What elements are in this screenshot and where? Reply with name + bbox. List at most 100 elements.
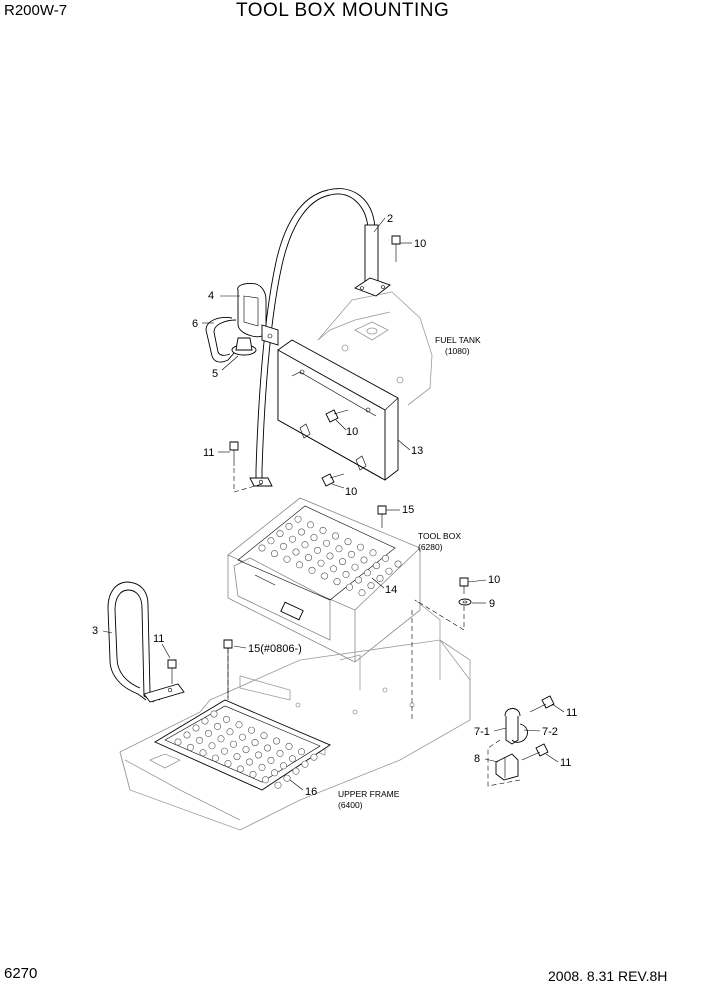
perforation-hole	[237, 765, 245, 773]
perforation-hole	[292, 767, 300, 775]
perforation-hole	[329, 565, 337, 573]
perforation-hole	[333, 578, 341, 586]
callout-13: 13	[411, 445, 423, 457]
model-code: R200W-7	[4, 2, 68, 19]
mirror-assembly	[205, 283, 279, 363]
perforation-hole	[285, 742, 293, 750]
perforation-hole	[331, 532, 339, 540]
perforation-hole	[258, 763, 266, 771]
callout-10: 10	[414, 238, 426, 250]
perforation-hole	[335, 545, 343, 553]
page-number: 6270	[4, 965, 38, 982]
perforation-hole	[356, 543, 364, 551]
tool-box-part	[227, 497, 421, 663]
upper-frame-label: UPPER FRAME	[338, 789, 400, 799]
perforation-hole	[246, 758, 254, 766]
perforation-hole	[358, 589, 366, 597]
perforation-hole	[376, 574, 384, 582]
perforation-hole	[258, 544, 266, 552]
callout-8: 8	[474, 753, 480, 765]
fuel-tank-ref: (1080)	[445, 346, 470, 356]
leader-lines	[102, 217, 565, 791]
perforation-hole	[310, 753, 318, 761]
perforation-hole	[274, 781, 282, 789]
callout-10: 10	[488, 574, 500, 586]
fuel-tank-label: FUEL TANK	[435, 335, 481, 345]
callout-15: 15	[402, 504, 414, 516]
tool-box-ref: (6280)	[418, 542, 443, 552]
perforation-hole	[351, 563, 359, 571]
perforation-hole	[326, 552, 334, 560]
perforation-hole	[248, 726, 256, 734]
perforation-hole	[226, 728, 234, 736]
callout-11: 11	[566, 707, 577, 719]
perforation-hole	[279, 542, 287, 550]
perforation-hole	[322, 539, 330, 547]
perforation-hole	[230, 740, 238, 748]
perforation-hole	[221, 747, 229, 755]
callout-3: 3	[92, 625, 98, 637]
perforation-hole	[367, 582, 375, 590]
perforation-hole	[249, 770, 257, 778]
callout-5: 5	[212, 368, 218, 380]
perforation-hole	[196, 736, 204, 744]
perforation-hole	[251, 739, 259, 747]
perforation-hole	[338, 558, 346, 566]
perforation-hole	[320, 572, 328, 580]
perforation-hole	[394, 560, 402, 568]
perforation-hole	[363, 569, 371, 577]
callout-9: 9	[489, 598, 495, 610]
reference-notes: FUEL TANK (1080) TOOL BOX (6280) UPPER F…	[338, 335, 481, 810]
callout-2: 2	[387, 213, 393, 225]
perforation-hole	[223, 715, 231, 723]
lock-assembly	[495, 708, 528, 781]
perforation-hole	[310, 534, 318, 542]
perforation-hole	[313, 546, 321, 554]
perforation-hole	[297, 528, 305, 536]
perforation-hole	[187, 743, 195, 751]
perforation-hole	[210, 710, 218, 718]
perforation-hole	[242, 746, 250, 754]
perforation-hole	[235, 721, 243, 729]
perforation-hole	[372, 562, 380, 570]
perforation-hole	[319, 526, 327, 534]
perforation-hole	[306, 521, 314, 529]
perforation-hole	[201, 717, 209, 725]
perforation-hole	[279, 762, 287, 770]
perforation-hole	[295, 561, 303, 569]
callout-14: 14	[385, 584, 397, 596]
perforation-hole	[292, 548, 300, 556]
perforation-hole	[301, 760, 309, 768]
perforation-hole	[270, 769, 278, 777]
perforation-hole	[212, 754, 220, 762]
perforation-hole	[192, 724, 200, 732]
callout-6: 6	[192, 318, 198, 330]
perforation-hole	[288, 755, 296, 763]
callout-7-1: 7-1	[474, 726, 490, 738]
perforation-hole	[317, 559, 325, 567]
perforation-hole	[233, 753, 241, 761]
perforation-hole	[267, 756, 275, 764]
callout-11: 11	[153, 633, 164, 645]
tool-box-lid-perforations	[258, 515, 402, 597]
perforation-hole	[255, 751, 263, 759]
callout-10: 10	[345, 486, 357, 498]
perforation-hole	[304, 554, 312, 562]
assembly-dashed-lines	[227, 468, 521, 787]
handrail-part	[107, 581, 185, 703]
callout-16: 16	[305, 786, 317, 798]
fuel-tank-outline	[317, 291, 433, 406]
perforation-hole	[288, 535, 296, 543]
perforation-hole	[239, 733, 247, 741]
tool-box-cover-part	[277, 339, 399, 481]
perforation-hole	[276, 749, 284, 757]
perforation-hole	[199, 749, 207, 757]
perforation-hole	[208, 742, 216, 750]
callout-labels: 2 10 4 6 5 10 13 11 10 15 14 10 9 3 11 1…	[92, 213, 577, 798]
callout-11: 11	[203, 447, 214, 459]
perforation-hole	[283, 774, 291, 782]
page-title: TOOL BOX MOUNTING	[236, 0, 450, 21]
tool-box-label: TOOL BOX	[418, 531, 461, 541]
perforation-hole	[285, 522, 293, 530]
